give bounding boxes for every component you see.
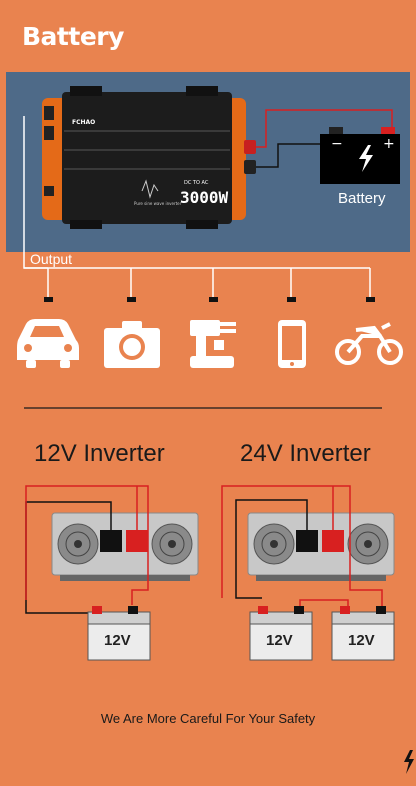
battery-24v-b-label: 12V [348, 632, 375, 649]
inverter-24v-unit [247, 512, 395, 581]
page-title: Battery [22, 22, 124, 51]
heading-24v: 24V Inverter [240, 440, 371, 467]
battery-24v-a-label: 12V [266, 632, 293, 649]
battery-24v-a [249, 606, 313, 661]
bolt-icon [404, 750, 414, 774]
inverter-subtitle: DC TO AC [184, 180, 209, 186]
battery-12v-label: 12V [104, 632, 131, 649]
output-label: Output [30, 251, 73, 267]
battery-24v-b [331, 606, 395, 661]
inverter-brand: FCHAO [72, 119, 96, 126]
inverter-image [42, 86, 256, 229]
svg-text:+: + [383, 136, 395, 152]
battery-label: Battery [338, 190, 386, 207]
car-icon [17, 319, 79, 368]
output-wiring [23, 116, 371, 297]
phone-icon [278, 320, 306, 368]
svg-text:−: − [331, 136, 343, 152]
battery-icon: − + [320, 127, 400, 184]
camera-icon [104, 321, 160, 368]
footer-slogan: We Are More Careful For Your Safety [100, 711, 316, 726]
inverter-12v-unit [51, 512, 199, 581]
inverter-power: 3000W [180, 188, 229, 207]
inverter-wave-text: Pure sine wave inverter [134, 201, 182, 206]
heading-12v: 12V Inverter [34, 440, 165, 467]
appliance-icon [190, 320, 236, 368]
motorcycle-icon [335, 322, 403, 365]
battery-12v [87, 606, 151, 661]
